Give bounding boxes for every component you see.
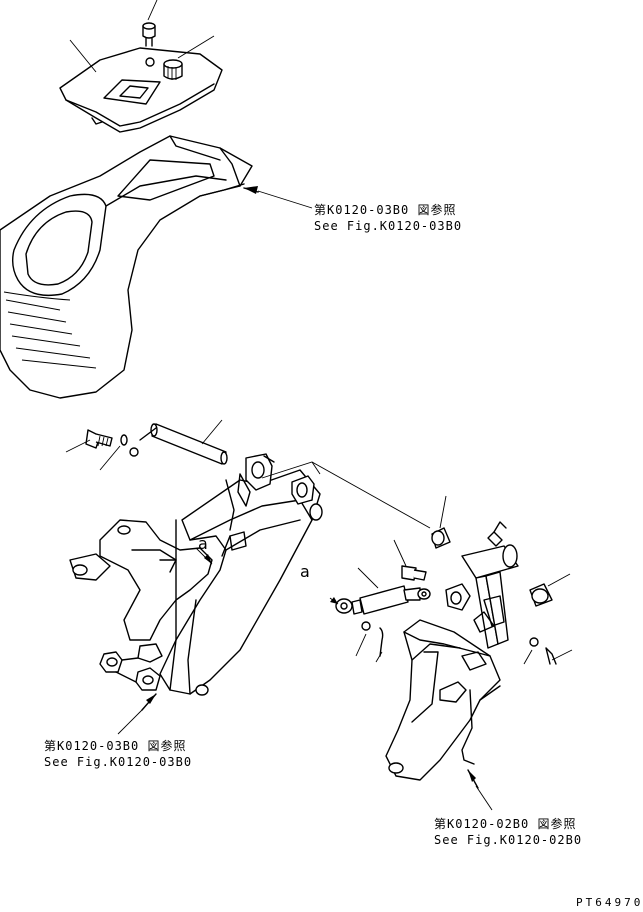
drawing-code: PT64970 <box>576 896 643 909</box>
lever-bracket <box>385 619 501 781</box>
washer-small <box>129 447 139 457</box>
cotter-pin-a <box>379 627 384 657</box>
reference-note-top: 第K0120-03B0 図参照 See Fig.K0120-03B0 <box>314 202 462 234</box>
washer-left <box>120 434 128 446</box>
washer-right-a <box>361 621 371 631</box>
frame-bracket-right <box>291 475 315 505</box>
reference-note-right: 第K0120-02B0 図参照 See Fig.K0120-02B0 <box>434 816 582 848</box>
washer-right-b <box>529 637 539 647</box>
reference-note-top-en: See Fig.K0120-03B0 <box>314 219 463 233</box>
frame-bracket-top <box>245 453 275 491</box>
reference-note-left-en: See Fig.K0120-03B0 <box>44 755 193 769</box>
cotter-pin-b <box>545 647 557 665</box>
reference-note-right-en: See Fig.K0120-02B0 <box>434 833 583 847</box>
bushing-right <box>431 527 451 549</box>
switch-cover-panel <box>59 47 223 133</box>
reference-note-right-ja: 第K0120-02B0 図参照 <box>434 817 577 831</box>
console-cover <box>0 135 253 399</box>
reference-note-top-ja: 第K0120-03B0 図参照 <box>314 203 457 217</box>
callout-a-left: a <box>198 534 208 553</box>
gas-spring <box>335 585 431 615</box>
knob <box>163 59 183 80</box>
frame-assembly <box>69 469 323 696</box>
lower-brackets <box>99 643 163 691</box>
callout-a-right: a <box>300 562 310 581</box>
pin-rod <box>139 423 228 465</box>
bolt-right <box>401 565 427 581</box>
reference-note-left: 第K0120-03B0 図参照 See Fig.K0120-03B0 <box>44 738 192 770</box>
bolt-left <box>85 429 113 449</box>
reference-note-left-ja: 第K0120-03B0 図参照 <box>44 739 187 753</box>
screw-top <box>142 22 156 47</box>
lever-post <box>445 521 519 649</box>
bushing-far-right <box>529 583 553 607</box>
